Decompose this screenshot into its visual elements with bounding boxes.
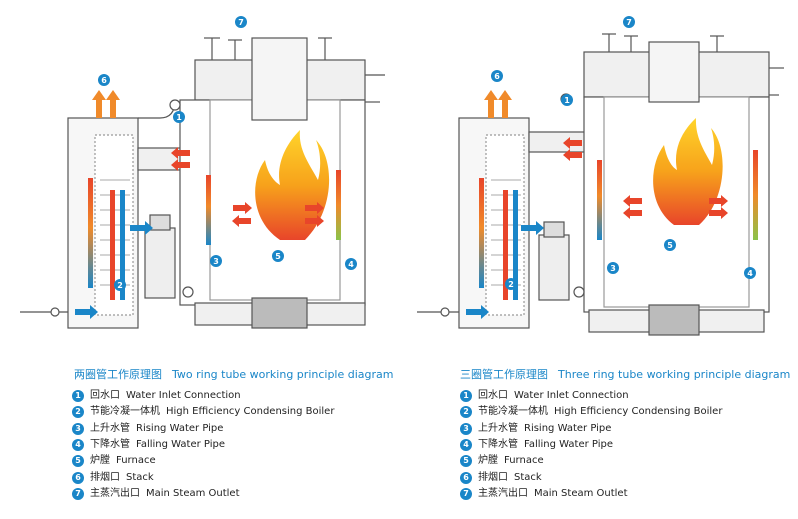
marker-4: 4	[744, 267, 756, 279]
svg-text:4: 4	[348, 260, 354, 269]
three-ring-boiler-diagram: 1 2 3 4 5 6 7	[417, 16, 784, 336]
marker-2: 2	[114, 279, 126, 291]
marker-7: 7	[623, 16, 635, 28]
marker-4: 4	[345, 258, 357, 270]
caption-cn: 三圈管工作原理图	[460, 368, 548, 381]
diagram-panel-three-ring: 1 2 3 4 5 6 7 三圈管工作原理图 Three ring tube wo…	[399, 0, 798, 519]
svg-text:3: 3	[610, 264, 616, 273]
marker-2: 2	[505, 278, 517, 290]
svg-text:6: 6	[101, 76, 107, 85]
marker-5: 5	[664, 239, 676, 251]
marker-3: 3	[607, 262, 619, 274]
marker-1: 1	[561, 94, 573, 106]
marker-5: 5	[272, 250, 284, 262]
svg-text:4: 4	[747, 269, 753, 278]
caption-en: Two ring tube working principle diagram	[172, 368, 394, 381]
diagram-caption: 两圈管工作原理图 Two ring tube working principle …	[74, 366, 394, 382]
marker-1: 1	[173, 111, 185, 123]
svg-text:5: 5	[667, 241, 673, 250]
svg-text:2: 2	[508, 280, 514, 289]
svg-text:1: 1	[176, 113, 182, 122]
svg-text:1: 1	[564, 96, 570, 105]
caption-cn: 两圈管工作原理图	[74, 368, 162, 381]
marker-6: 6	[98, 74, 110, 86]
marker-7: 7	[235, 16, 247, 28]
caption-en: Three ring tube working principle diagra…	[558, 368, 791, 381]
marker-6: 6	[491, 70, 503, 82]
diagram-caption: 三圈管工作原理图 Three ring tube working principl…	[460, 366, 790, 382]
two-ring-boiler-diagram: 1 2 3 4 5 6 7	[20, 16, 385, 329]
svg-text:7: 7	[238, 18, 244, 27]
svg-text:2: 2	[117, 281, 123, 290]
svg-text:6: 6	[494, 72, 500, 81]
marker-3: 3	[210, 255, 222, 267]
svg-text:7: 7	[626, 18, 632, 27]
svg-text:3: 3	[213, 257, 219, 266]
diagram-panel-two-ring: 1 2 3 4 5 6 7 两圈管工作原理图 Two ring tube work…	[20, 16, 394, 502]
svg-text:5: 5	[275, 252, 281, 261]
